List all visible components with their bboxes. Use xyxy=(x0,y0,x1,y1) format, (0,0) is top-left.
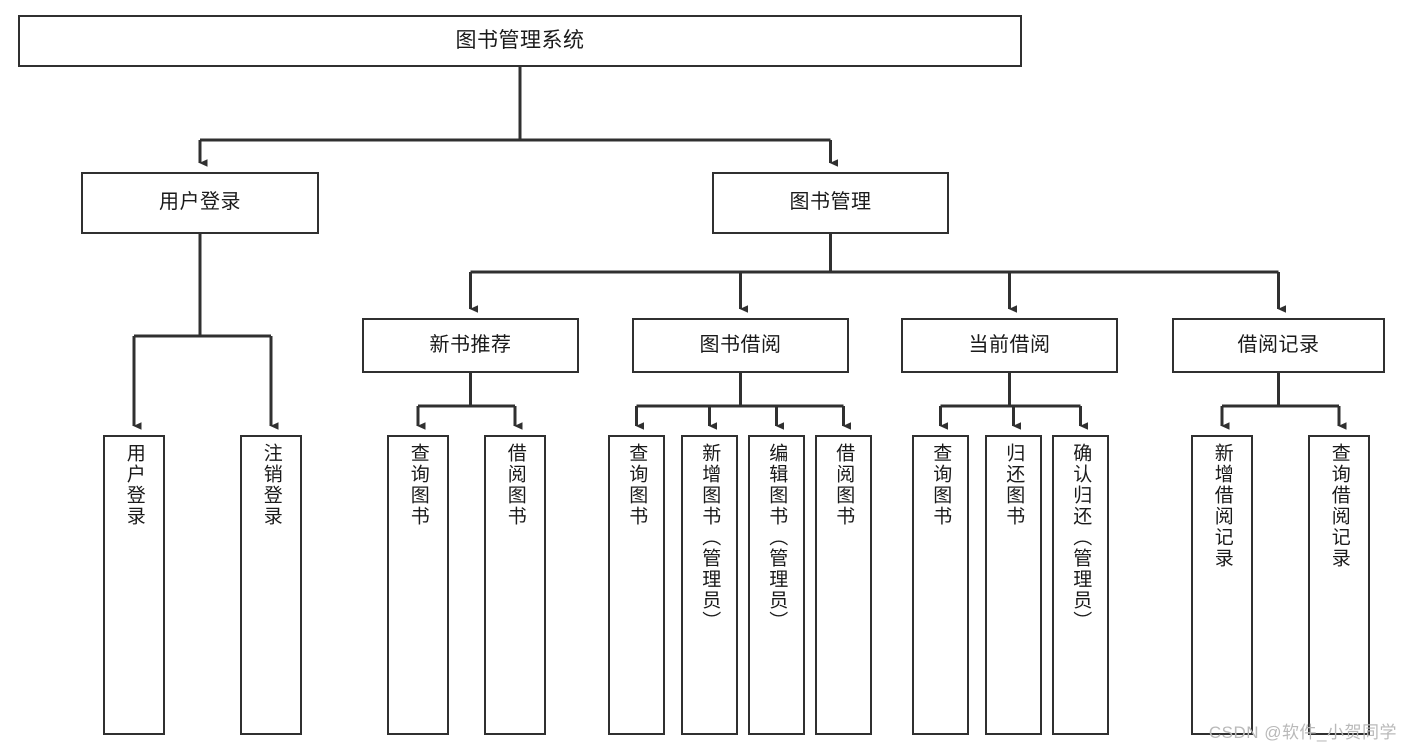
node-label: 新书推荐 xyxy=(429,333,512,356)
node-label: 新增图书（管理员） xyxy=(699,443,721,632)
node-label: 图书管理 xyxy=(789,191,872,214)
node-leaf-user-login[interactable]: 用户登录 xyxy=(103,435,165,735)
node-new-book-rec[interactable]: 新书推荐 xyxy=(362,318,579,373)
node-leaf-return-book[interactable]: 归还图书 xyxy=(985,435,1042,735)
node-label: 用户登录 xyxy=(123,443,145,527)
node-leaf-add-book[interactable]: 新增图书（管理员） xyxy=(681,435,738,735)
node-label: 图书借阅 xyxy=(699,333,782,356)
node-label: 查询图书 xyxy=(626,443,648,527)
node-root[interactable]: 图书管理系统 xyxy=(18,15,1022,67)
node-user-login[interactable]: 用户登录 xyxy=(81,172,319,234)
node-label: 注销登录 xyxy=(260,443,282,527)
node-label: 确认归还（管理员） xyxy=(1070,443,1092,632)
node-leaf-logout[interactable]: 注销登录 xyxy=(240,435,302,735)
node-label: 新增借阅记录 xyxy=(1211,443,1233,569)
node-leaf-add-record[interactable]: 新增借阅记录 xyxy=(1191,435,1253,735)
node-label: 查询图书 xyxy=(930,443,952,527)
node-leaf-query-book-2[interactable]: 查询图书 xyxy=(608,435,665,735)
node-leaf-query-record[interactable]: 查询借阅记录 xyxy=(1308,435,1370,735)
node-label: 归还图书 xyxy=(1003,443,1025,527)
node-label: 查询图书 xyxy=(407,443,429,527)
node-label: 查询借阅记录 xyxy=(1328,443,1350,569)
node-leaf-query-book-3[interactable]: 查询图书 xyxy=(912,435,969,735)
node-book-borrow[interactable]: 图书借阅 xyxy=(632,318,849,373)
node-label: 当前借阅 xyxy=(968,333,1051,356)
node-current-borrow[interactable]: 当前借阅 xyxy=(901,318,1118,373)
node-label: 借阅记录 xyxy=(1237,333,1320,356)
node-borrow-record[interactable]: 借阅记录 xyxy=(1172,318,1385,373)
node-label: 编辑图书（管理员） xyxy=(766,443,788,632)
node-leaf-borrow-book-2[interactable]: 借阅图书 xyxy=(815,435,872,735)
node-leaf-borrow-book-1[interactable]: 借阅图书 xyxy=(484,435,546,735)
node-label: 图书管理系统 xyxy=(455,28,585,52)
node-book-manage[interactable]: 图书管理 xyxy=(712,172,949,234)
node-label: 借阅图书 xyxy=(833,443,855,527)
node-label: 用户登录 xyxy=(159,191,241,214)
node-leaf-edit-book[interactable]: 编辑图书（管理员） xyxy=(748,435,805,735)
node-label: 借阅图书 xyxy=(504,443,526,527)
node-leaf-query-book-1[interactable]: 查询图书 xyxy=(387,435,449,735)
node-leaf-confirm-return[interactable]: 确认归还（管理员） xyxy=(1052,435,1109,735)
